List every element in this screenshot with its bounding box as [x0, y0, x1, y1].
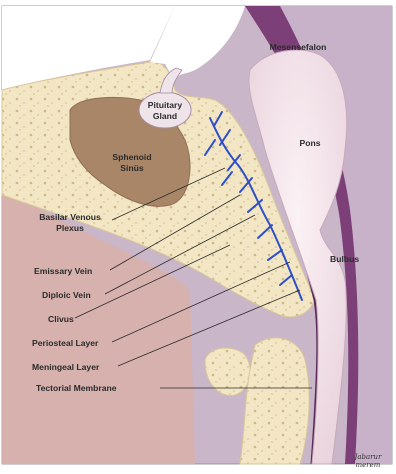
label-sphenoid-line2: Sinüs [120, 163, 144, 173]
label-meningeal-layer: Meningeal Layer [32, 362, 100, 372]
label-sphenoid-line1: Sphenoid [112, 152, 151, 162]
label-pituitary-line1: Pituitary [148, 100, 183, 110]
label-periosteal-layer: Periosteal Layer [32, 338, 99, 348]
label-pituitary-line2: Gland [153, 111, 177, 121]
label-basilar-line2: Plexus [56, 223, 84, 233]
label-pons: Pons [299, 138, 320, 148]
label-tectorial-membrane: Tectorial Membrane [36, 383, 117, 393]
label-mesensefalon: Mesensefalon [270, 42, 327, 52]
label-basilar-line1: Basilar Venous [39, 212, 101, 222]
artist-signature-line2: merem [356, 461, 381, 469]
label-emissary-vein: Emissary Vein [34, 266, 92, 276]
artist-signature-line1: Jabarur [353, 453, 382, 461]
label-clivus: Clivus [48, 314, 74, 324]
label-bulbus: Bulbus [330, 254, 359, 264]
pituitary-gland [139, 92, 191, 128]
label-diploic-vein: Diploic Vein [42, 290, 91, 300]
